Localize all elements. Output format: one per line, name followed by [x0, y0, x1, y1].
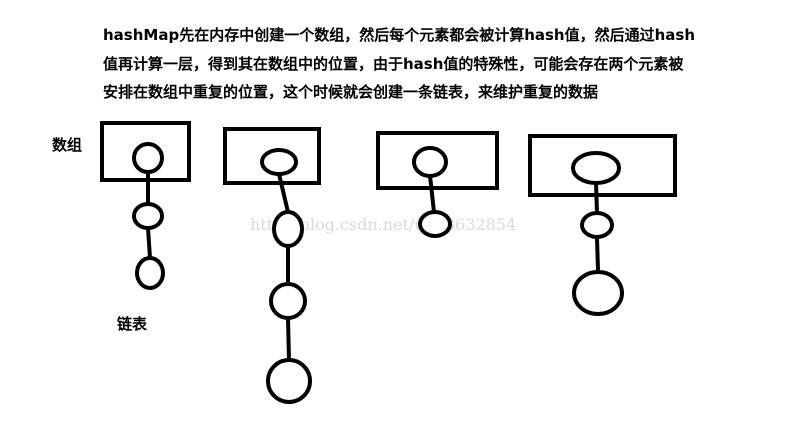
description: hashMap先在内存中创建一个数组，然后每个元素都会被计算hash值，然后通过…: [103, 26, 695, 101]
entry-node-2-3: [269, 282, 307, 320]
link-1-2: [146, 227, 152, 259]
description-line-3: 安排在数组中重复的位置，这个时候就会创建一条链表，来维护重复的数据: [103, 83, 598, 101]
link-2-1: [277, 173, 290, 213]
description-line-1: hashMap先在内存中创建一个数组，然后每个元素都会被计算hash值，然后通过…: [103, 26, 695, 44]
array-label: 数组: [52, 136, 82, 154]
entry-node-2-2: [272, 210, 304, 248]
entry-node-4-2: [580, 211, 614, 239]
entry-node-2-1: [260, 148, 298, 176]
link-4-2: [595, 237, 600, 271]
entry-node-4-3: [572, 270, 624, 316]
entry-node-1-3: [135, 256, 165, 290]
bucket-4: [528, 134, 677, 316]
array-slot-4: [528, 134, 677, 197]
entry-node-1-1: [132, 142, 164, 174]
array-slot-3: [376, 131, 499, 190]
link-4-1: [594, 182, 599, 214]
entry-node-3-1: [412, 146, 448, 178]
bucket-1: [100, 121, 191, 290]
linked-list-label: 链表: [117, 315, 148, 333]
array-slot-2: [223, 127, 321, 185]
entry-node-3-2: [418, 210, 452, 238]
description-line-2: 值再计算一层，得到其在数组中的位置，由于hash值的特殊性，可能会存在两个元素被: [103, 55, 684, 73]
array-slot-1: [100, 121, 191, 182]
link-2-3: [286, 317, 291, 361]
entry-node-1-2: [132, 202, 164, 230]
bucket-2: [223, 127, 321, 404]
entry-node-4-1: [571, 151, 621, 185]
entry-node-2-4: [266, 358, 312, 404]
link-3-1: [428, 175, 436, 213]
bucket-3: [376, 131, 499, 238]
